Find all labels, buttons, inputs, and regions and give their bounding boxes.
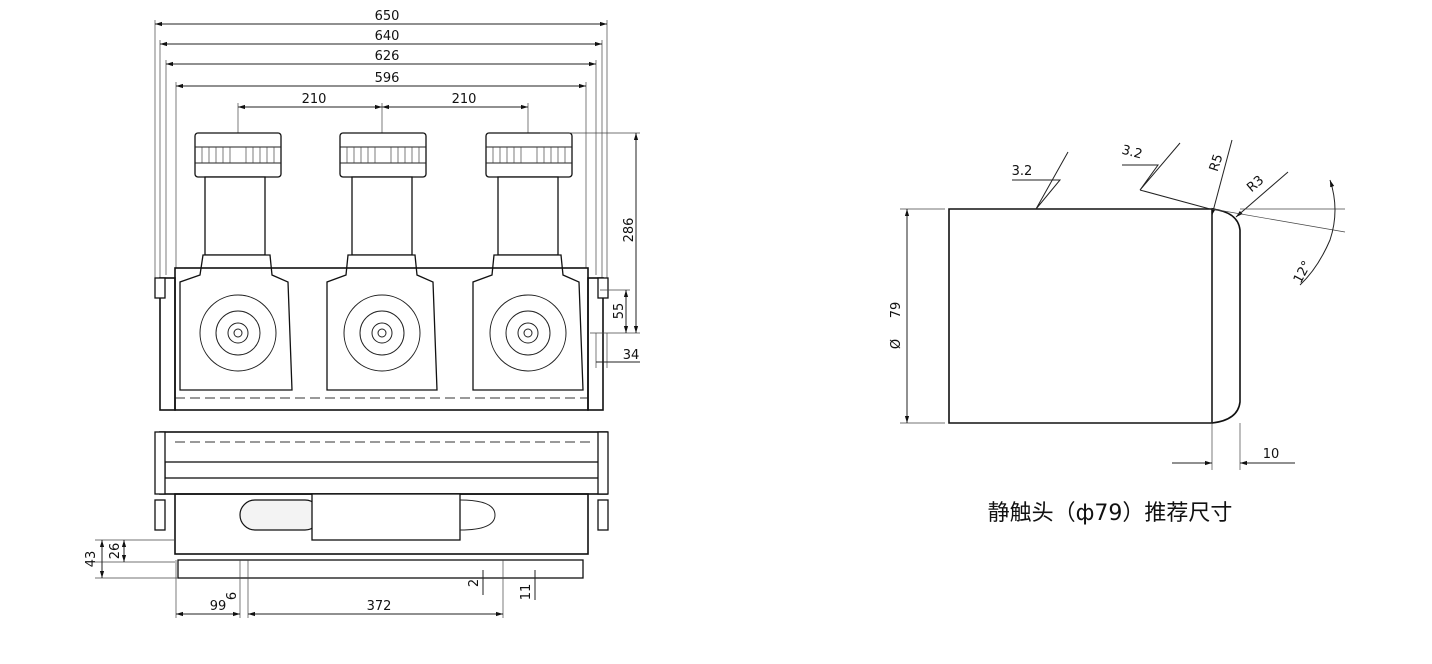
dim-210-right: 210 — [452, 92, 477, 107]
contact-detail-drawing — [900, 139, 1346, 470]
angle-12-deg: 12° — [1291, 259, 1315, 286]
dim-210-left: 210 — [302, 92, 327, 107]
dim-34: 34 — [623, 348, 640, 363]
roughness-3-2-left: 3.2 — [1012, 164, 1033, 179]
dim-11: 11 — [519, 584, 534, 601]
dim-55: 55 — [612, 303, 627, 320]
dim-99: 99 — [210, 599, 227, 614]
radius-r5: R5 — [1207, 152, 1227, 173]
dim-6: 6 — [225, 592, 240, 600]
pole-right — [472, 132, 584, 391]
dim-2: 2 — [467, 579, 482, 587]
dim-43: 43 — [84, 551, 99, 568]
pole-left — [179, 132, 293, 391]
dim-626: 626 — [375, 49, 400, 64]
pole-center — [326, 132, 438, 391]
front-view-drawing — [95, 20, 640, 618]
dim-372: 372 — [367, 599, 392, 614]
radius-r3: R3 — [1244, 173, 1267, 196]
diameter-symbol: Ø — [889, 339, 904, 349]
contact-caption: 静触头（ф79）推荐尺寸 — [988, 501, 1233, 526]
dim-650: 650 — [375, 9, 400, 24]
dim-26: 26 — [108, 543, 123, 560]
dim-596: 596 — [375, 71, 400, 86]
roughness-3-2-right: 3.2 — [1120, 143, 1144, 163]
length-10: 10 — [1263, 447, 1280, 462]
dim-640: 640 — [375, 29, 400, 44]
dim-286: 286 — [622, 218, 637, 243]
diameter-79: 79 — [889, 302, 904, 319]
